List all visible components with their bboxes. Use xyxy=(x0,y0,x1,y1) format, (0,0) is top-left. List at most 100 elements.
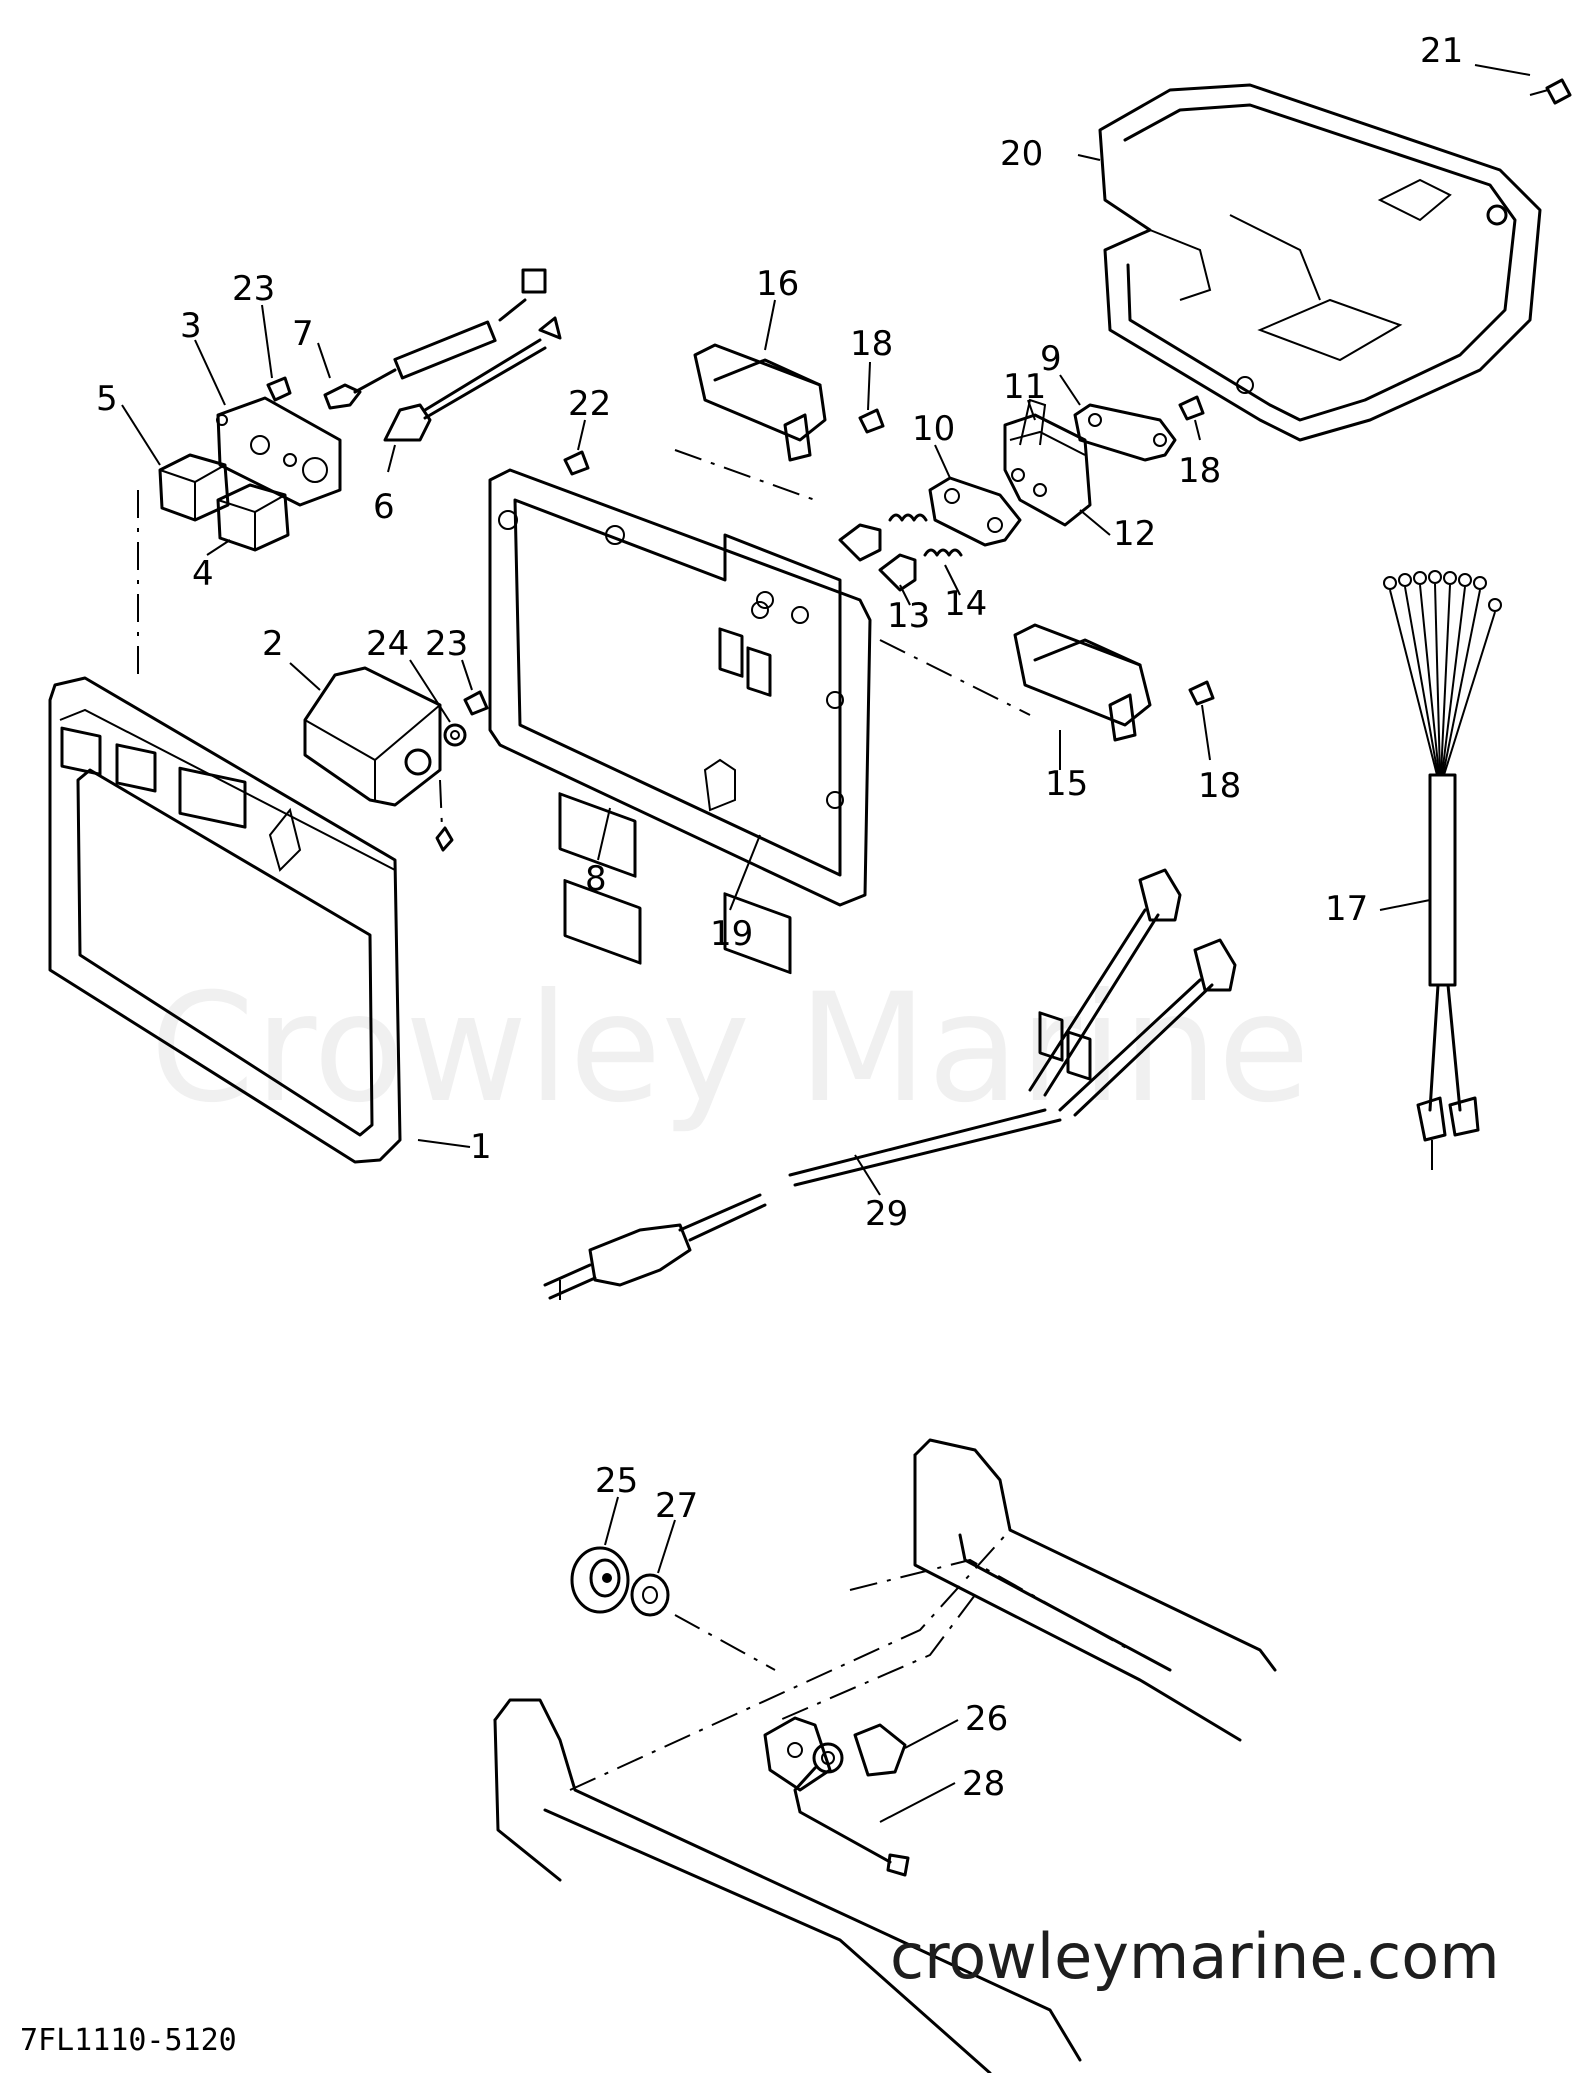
part-18-screw-a xyxy=(858,408,885,434)
label-6: 6 xyxy=(373,487,395,527)
label-18-a: 18 xyxy=(850,324,893,364)
part-3-plate xyxy=(216,396,342,507)
part-25-knob xyxy=(570,1546,630,1614)
label-21: 21 xyxy=(1420,31,1463,71)
watermark-text: Crowley Marine xyxy=(150,962,1310,1136)
leader-14 xyxy=(944,564,961,596)
part-23-screw-mid xyxy=(463,690,489,716)
part-14-springs xyxy=(888,513,963,557)
leader-7 xyxy=(317,342,331,379)
part-5-cap xyxy=(158,453,230,522)
part-21-screw xyxy=(1529,78,1572,105)
leader-8 xyxy=(597,807,611,861)
label-4: 4 xyxy=(192,554,214,594)
label-2: 2 xyxy=(262,624,284,664)
label-7: 7 xyxy=(292,314,314,354)
label-23-top: 23 xyxy=(232,269,275,309)
label-24: 24 xyxy=(366,624,409,664)
leader-9 xyxy=(1059,374,1081,406)
part-18-screw-c xyxy=(1188,680,1215,706)
part-9-plate xyxy=(1073,403,1177,462)
assembly-line-16 xyxy=(674,449,816,501)
assembly-line-25 xyxy=(674,1614,776,1671)
part-29-cord xyxy=(543,868,1237,1300)
label-13: 13 xyxy=(887,596,930,636)
label-18-b: 18 xyxy=(1178,451,1221,491)
part-23-screw-top xyxy=(266,376,292,402)
part-2-housing xyxy=(303,666,454,852)
label-1: 1 xyxy=(470,1127,492,1167)
label-5: 5 xyxy=(96,379,118,419)
leader-1 xyxy=(417,1139,471,1148)
drawing-code: 7FL1110-5120 xyxy=(20,2023,237,2058)
part-28-wire xyxy=(793,1766,910,1877)
part-13-buttons xyxy=(838,523,917,592)
leader-17 xyxy=(1379,899,1431,911)
label-18-c: 18 xyxy=(1198,766,1241,806)
part-6-bulb xyxy=(383,316,562,442)
label-22: 22 xyxy=(568,384,611,424)
leader-18c xyxy=(1201,704,1211,761)
label-28: 28 xyxy=(962,1764,1005,1804)
leader-10 xyxy=(934,444,951,479)
leader-21 xyxy=(1474,64,1531,76)
leader-19 xyxy=(729,834,761,911)
part-frame-base xyxy=(493,1438,1277,2073)
part-26-bolt xyxy=(812,1723,907,1777)
leader-18b xyxy=(1194,419,1201,441)
leader-6 xyxy=(387,444,396,473)
leader-28 xyxy=(879,1782,956,1823)
label-11: 11 xyxy=(1003,367,1046,407)
label-23-mid: 23 xyxy=(425,624,468,664)
label-20: 20 xyxy=(1000,134,1043,174)
label-8: 8 xyxy=(585,859,607,899)
label-10: 10 xyxy=(912,409,955,449)
part-7-sensor-wire xyxy=(323,268,547,410)
leader-18a xyxy=(867,361,871,411)
part-24-washer xyxy=(443,723,467,747)
label-27: 27 xyxy=(655,1486,698,1526)
label-15: 15 xyxy=(1045,764,1088,804)
part-1-frame xyxy=(48,676,402,1164)
leader-4 xyxy=(206,539,231,556)
leader-16 xyxy=(764,299,776,351)
leader-23-top xyxy=(261,304,273,379)
part-18-screw-b xyxy=(1178,395,1205,421)
leader-25 xyxy=(604,1496,619,1546)
label-9: 9 xyxy=(1040,339,1062,379)
label-12: 12 xyxy=(1113,514,1156,554)
part-22-screw xyxy=(563,450,590,476)
label-25: 25 xyxy=(595,1461,638,1501)
part-17-harness xyxy=(1383,570,1502,1170)
part-4-cap xyxy=(216,483,290,552)
site-url: crowleymarine.com xyxy=(890,1920,1500,1993)
label-3: 3 xyxy=(180,306,202,346)
label-29: 29 xyxy=(865,1194,908,1234)
label-26: 26 xyxy=(965,1699,1008,1739)
assembly-line-15 xyxy=(879,639,1031,716)
label-17: 17 xyxy=(1325,889,1368,929)
leader-3 xyxy=(194,339,226,406)
leader-23-mid xyxy=(461,659,473,691)
part-10-plate xyxy=(928,476,1022,547)
part-11-switch xyxy=(1003,398,1092,527)
label-19: 19 xyxy=(710,914,753,954)
label-14: 14 xyxy=(944,584,987,624)
leader-5 xyxy=(121,404,161,466)
part-27-nut xyxy=(630,1573,670,1617)
leader-29 xyxy=(854,1154,881,1196)
leader-27 xyxy=(657,1519,676,1574)
part-8-panel xyxy=(488,468,872,975)
leader-20 xyxy=(1077,154,1101,161)
leader-12 xyxy=(1079,509,1111,536)
part-16-outlet xyxy=(693,343,827,697)
leader-22 xyxy=(577,419,586,451)
leader-13 xyxy=(899,584,911,606)
leader-26 xyxy=(904,1719,959,1749)
leader-24 xyxy=(409,659,451,723)
part-20-cover xyxy=(1098,83,1542,442)
label-16: 16 xyxy=(756,264,799,304)
leader-2 xyxy=(289,662,321,691)
